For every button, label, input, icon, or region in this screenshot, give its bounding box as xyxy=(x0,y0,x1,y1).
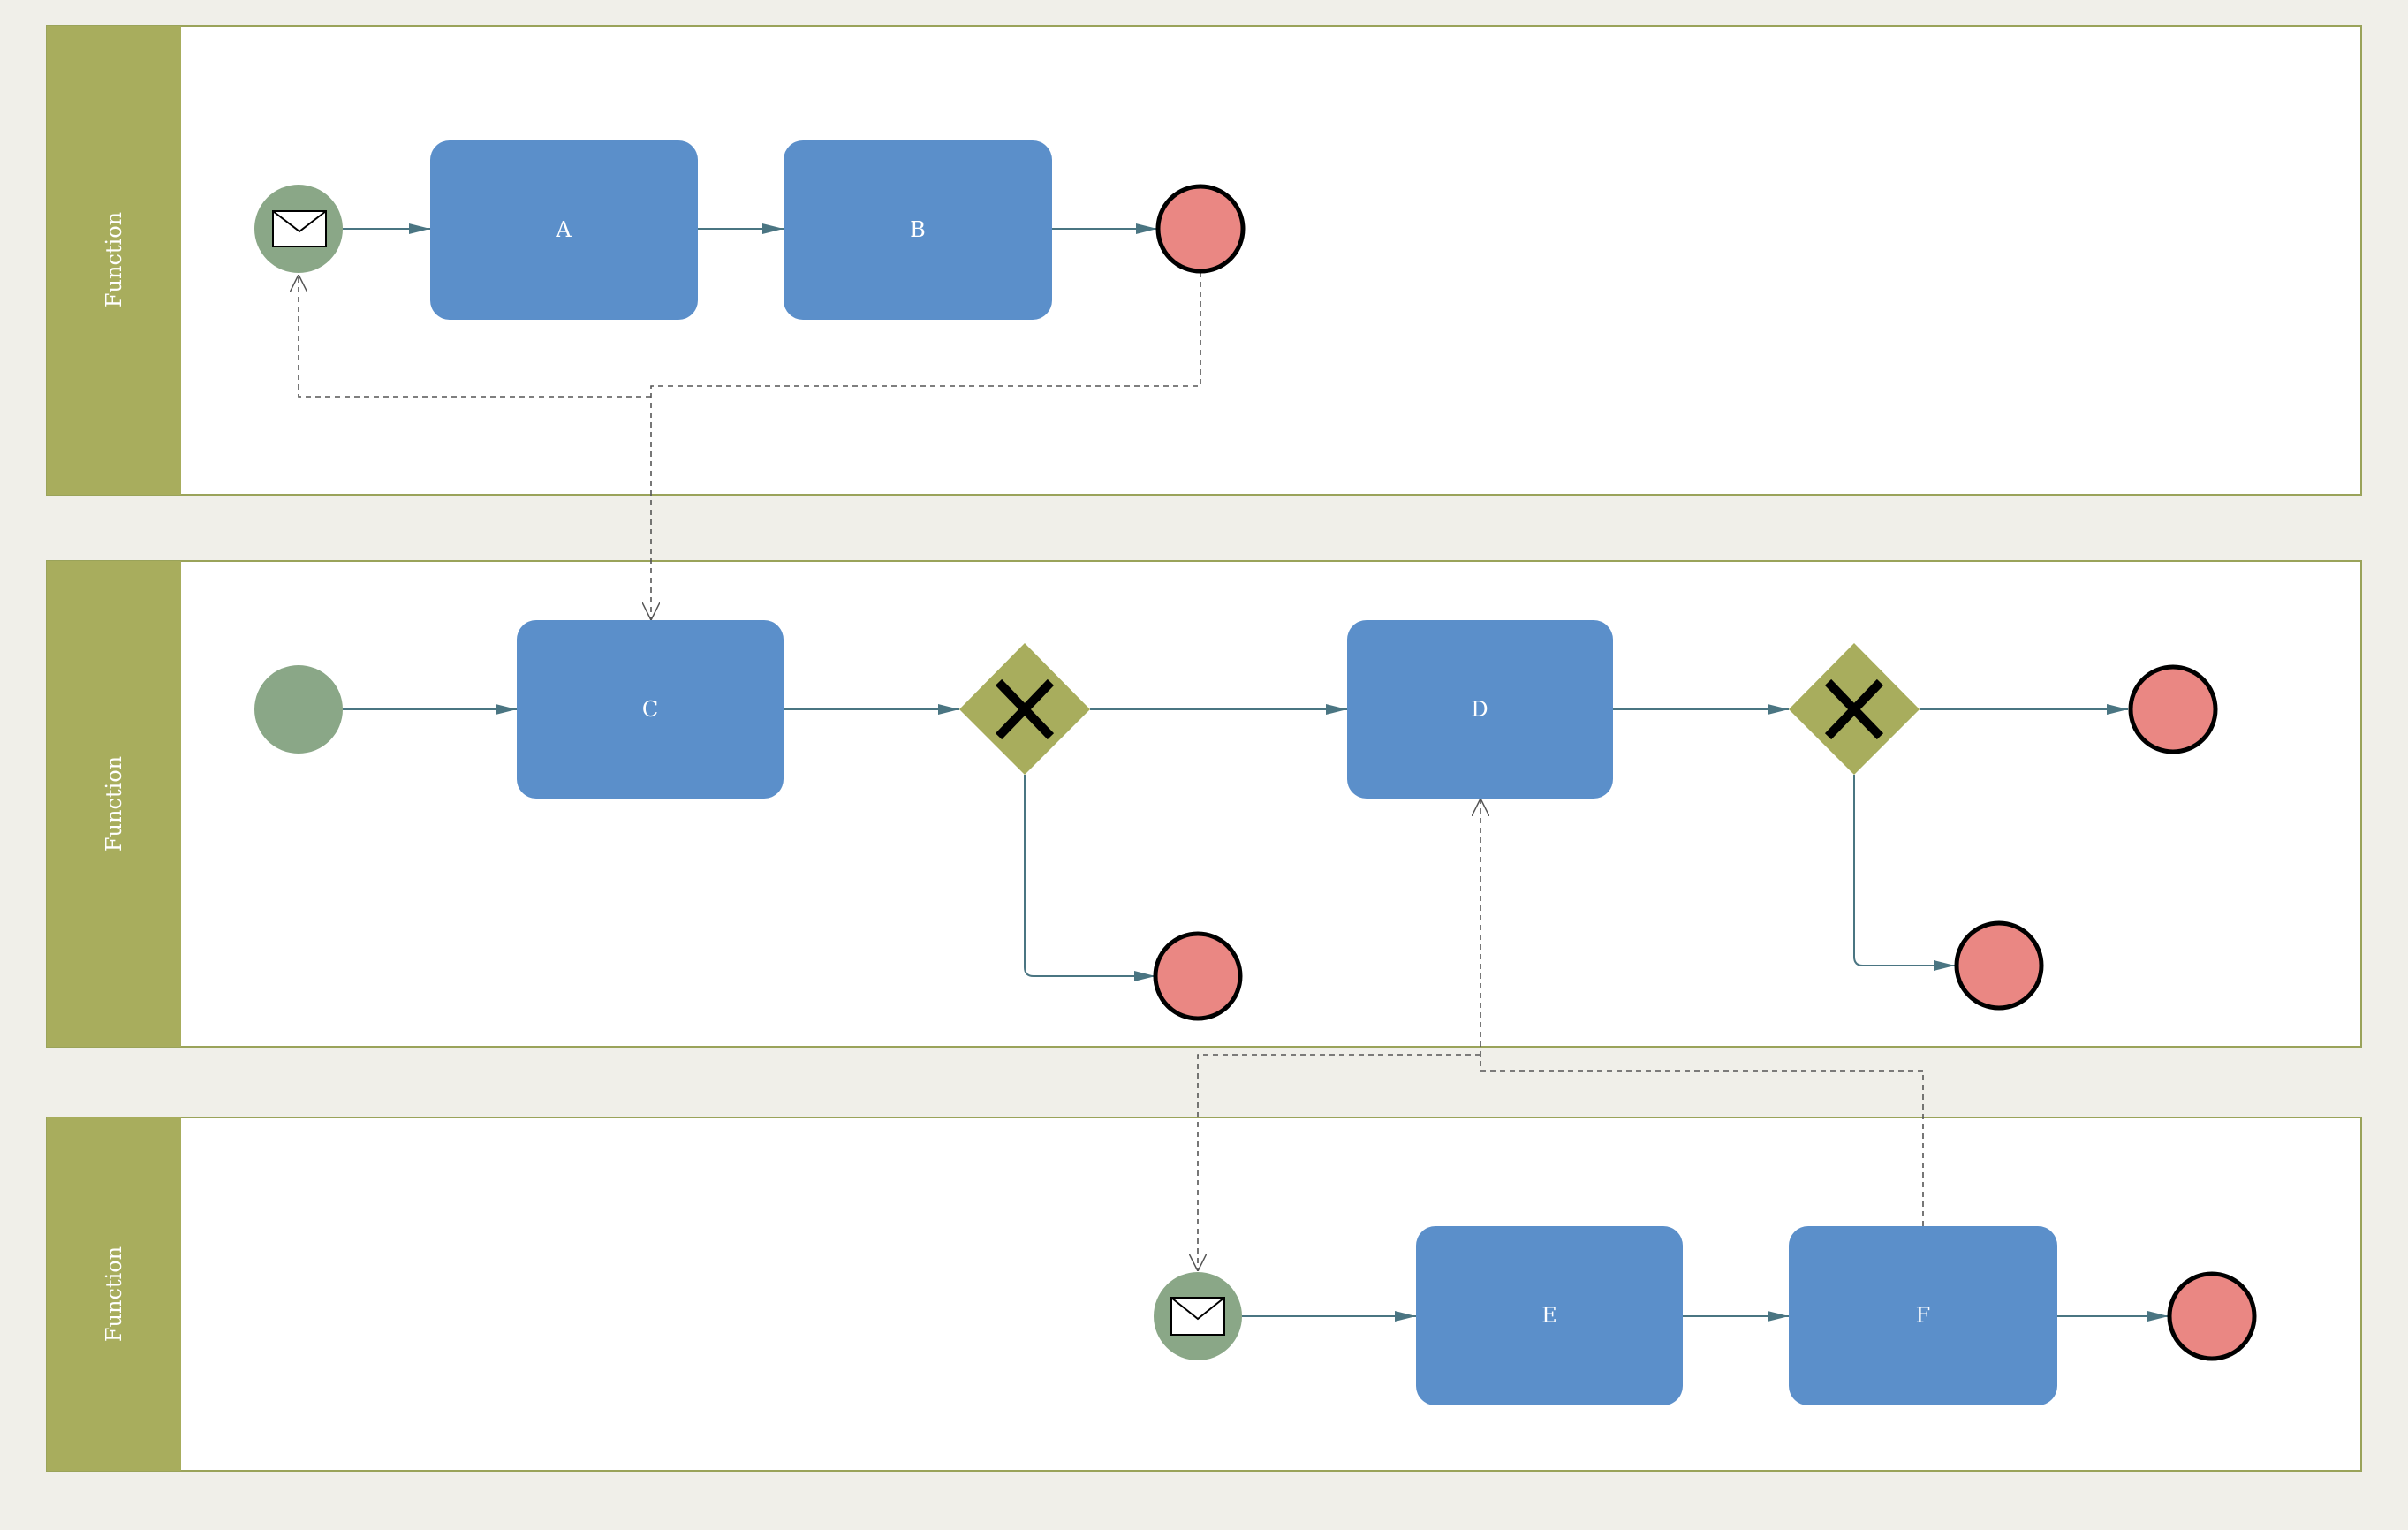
task-e[interactable]: E xyxy=(1416,1226,1683,1405)
task-c[interactable]: C xyxy=(517,620,784,799)
x-icon xyxy=(995,678,1055,740)
end-event-4[interactable] xyxy=(1954,920,2044,1011)
task-a[interactable]: A xyxy=(430,140,698,320)
message-flow-end1-to-taskC[interactable] xyxy=(651,272,1201,620)
lane-3-label: Function xyxy=(102,1246,126,1342)
task-f[interactable]: F xyxy=(1789,1226,2057,1405)
task-c-label: C xyxy=(642,697,658,722)
exclusive-gateway-1[interactable] xyxy=(959,643,1090,775)
task-b-label: B xyxy=(910,217,926,242)
envelope-icon xyxy=(1170,1297,1225,1336)
end-event-3[interactable] xyxy=(1153,931,1243,1021)
task-a-label: A xyxy=(555,217,572,242)
task-d[interactable]: D xyxy=(1347,620,1613,799)
message-flow-taskF-to-taskD[interactable] xyxy=(1480,799,1924,1226)
message-flows xyxy=(299,272,1924,1271)
message-flow-to-start3[interactable] xyxy=(1198,1054,1480,1271)
exclusive-gateway-2[interactable] xyxy=(1789,643,1920,775)
start-event-2[interactable] xyxy=(254,665,343,754)
task-f-label: F xyxy=(1916,1303,1931,1328)
sequence-flows xyxy=(343,223,2169,1322)
lane-3-header xyxy=(47,1117,181,1471)
lane-2-label: Function xyxy=(102,756,126,852)
end-event-2[interactable] xyxy=(2128,664,2218,754)
lane-1-label: Function xyxy=(102,212,126,307)
end-event-1[interactable] xyxy=(1155,184,1246,274)
message-flow-to-start1[interactable] xyxy=(299,275,651,398)
end-event-5[interactable] xyxy=(2167,1271,2257,1361)
lane-2-header xyxy=(47,561,181,1047)
envelope-icon xyxy=(272,210,327,247)
message-start-event-3[interactable] xyxy=(1154,1272,1242,1360)
message-start-event-1[interactable] xyxy=(254,185,343,273)
task-e-label: E xyxy=(1541,1303,1557,1328)
x-icon xyxy=(1824,678,1884,740)
task-d-label: D xyxy=(1471,697,1488,722)
task-b[interactable]: B xyxy=(784,140,1052,320)
flow-gw2-end4[interactable] xyxy=(1853,775,1955,971)
flow-gw1-end3[interactable] xyxy=(1024,775,1155,981)
lane-1-header xyxy=(47,26,181,495)
